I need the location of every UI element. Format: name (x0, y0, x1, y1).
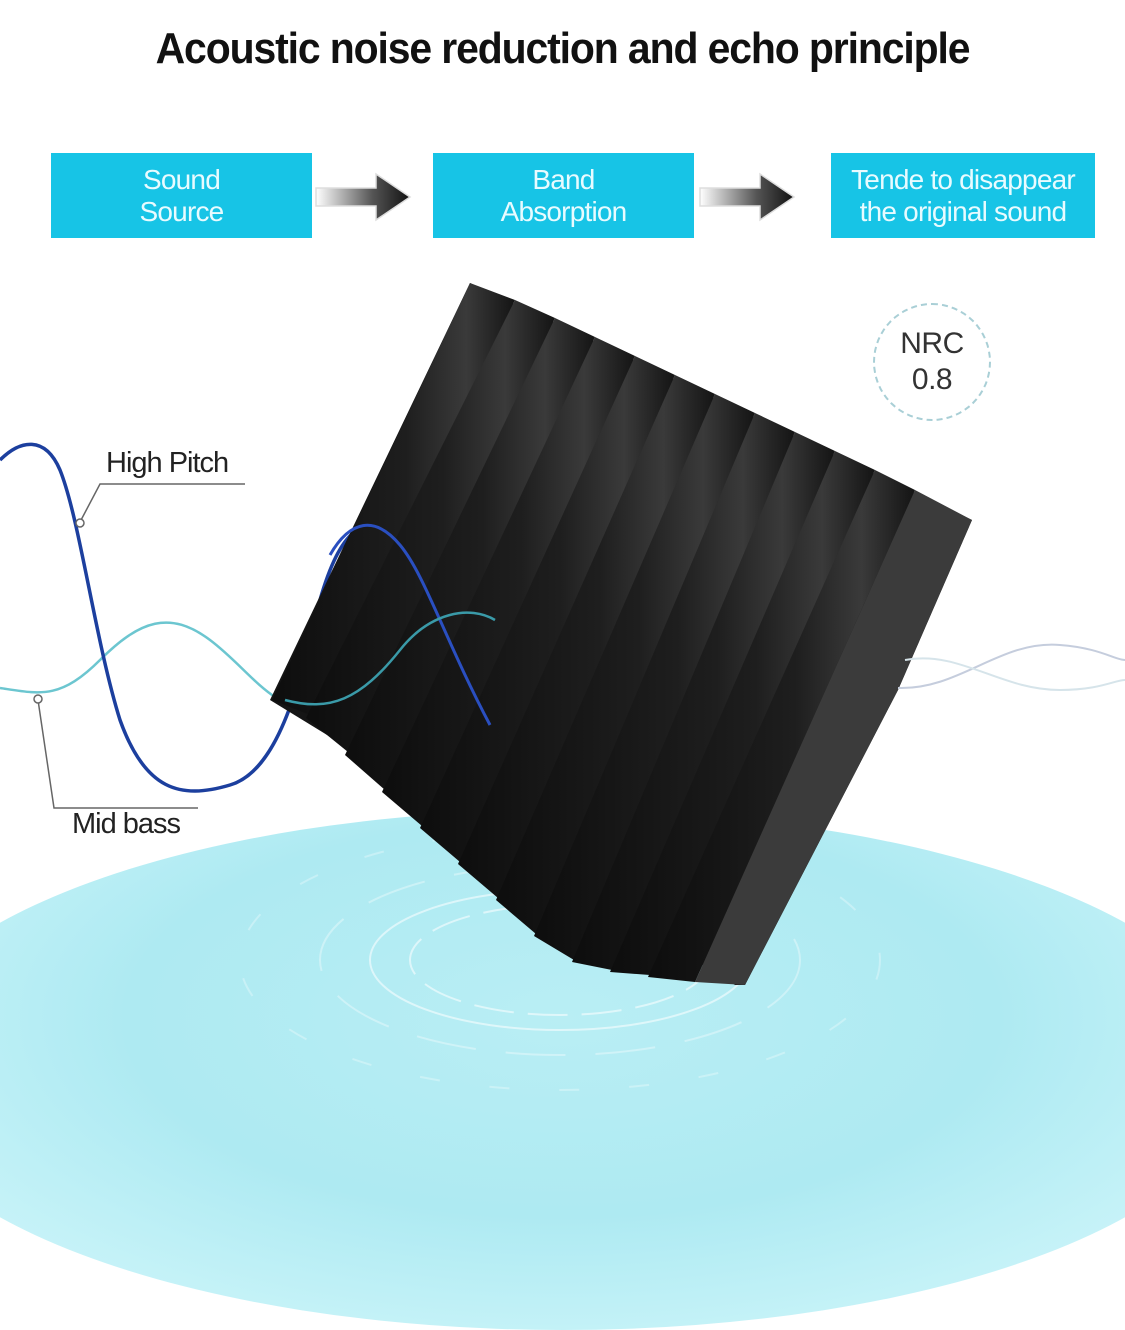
right-arrow-icon (699, 172, 796, 222)
flow-step-sound-disappears: Tende to disappear the original sound (831, 153, 1095, 238)
acoustic-foam-panel (270, 283, 1125, 985)
page-title: Acoustic noise reduction and echo princi… (155, 24, 971, 73)
mid-bass-label: Mid bass (72, 808, 181, 840)
flow-step-label: Tende to disappear the original sound (851, 163, 1076, 227)
high-pitch-label: High Pitch (106, 447, 229, 479)
flow-step-band-absorption: Band Absorption (433, 153, 694, 238)
flow-step-label: Band Absorption (500, 163, 628, 227)
nrc-rating-badge: NRC 0.8 (873, 303, 991, 421)
right-arrow-icon (315, 172, 412, 222)
wave-callout-lines (33, 483, 245, 809)
flow-step-sound-source: Sound Source (51, 153, 312, 238)
nrc-label: NRC (900, 327, 964, 360)
nrc-value: 0.8 (911, 363, 953, 396)
flow-step-label: Sound Source (139, 163, 225, 227)
